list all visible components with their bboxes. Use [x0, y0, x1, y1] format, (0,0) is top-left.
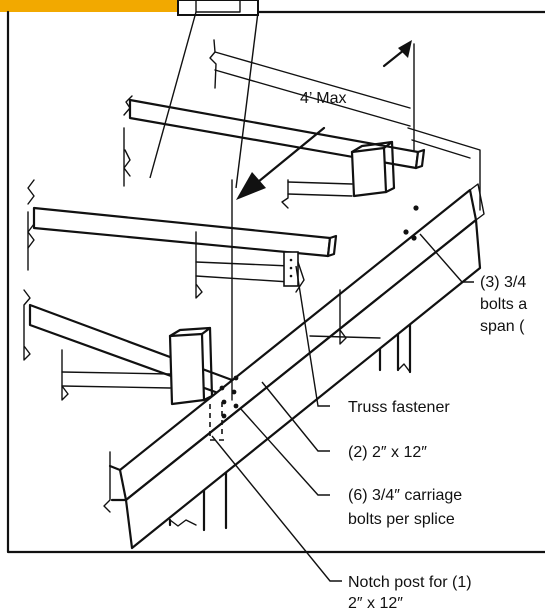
main-beam	[103, 183, 485, 550]
detail-frame	[6, 10, 545, 554]
span-bolts-label-line2: bolts a	[480, 296, 527, 313]
spacing-label: 4’ Max	[300, 90, 347, 107]
joist-top-right	[209, 39, 411, 127]
splice-bolts-label-line2: bolts per splice	[348, 511, 455, 528]
spacing-dimension	[231, 40, 415, 401]
notch-hidden-lines	[209, 402, 226, 441]
leader-lines	[149, 11, 474, 582]
rafter-top	[123, 95, 481, 211]
arrowhead-down-icon	[236, 172, 266, 200]
span-bolts	[403, 205, 419, 241]
truss-fastener-label: Truss fastener	[348, 399, 450, 416]
notch-label-line2: 2″ x 12″	[348, 595, 403, 612]
notch-label-line1: Notch post for (1)	[348, 574, 472, 591]
splice-bolts	[219, 375, 239, 419]
header-tab	[0, 0, 259, 16]
cross-joists	[61, 179, 381, 401]
truss-fastener-plate	[283, 251, 305, 293]
splice-bolts-label-line1: (6) 3/4″ carriage	[348, 487, 462, 504]
beam-label: (2) 2″ x 12″	[348, 444, 427, 461]
span-bolts-label-line1: (3) 3/4	[480, 274, 526, 291]
accent-bar	[0, 0, 178, 12]
span-bolts-label-line3: span (	[480, 318, 525, 335]
arrowhead-up-icon	[398, 40, 412, 58]
